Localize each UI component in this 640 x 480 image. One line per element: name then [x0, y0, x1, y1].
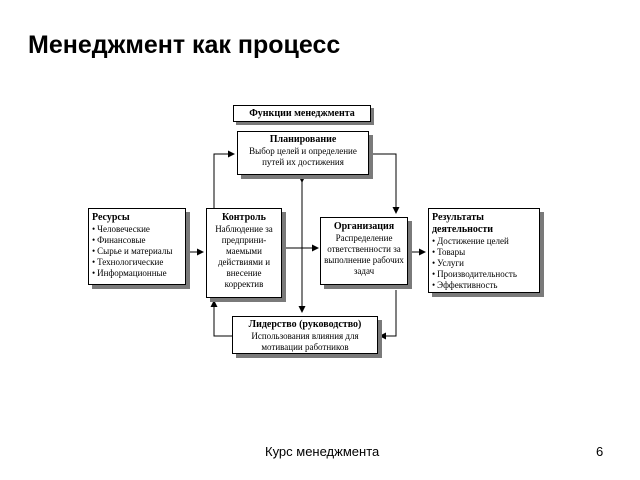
resources-box: Ресурсы Человеческие Финансовые Сырье и …: [88, 208, 186, 285]
resources-item: Информационные: [92, 268, 182, 279]
resources-item: Сырье и материалы: [92, 246, 182, 257]
planning-box: Планирование Выбор целей и определение п…: [237, 131, 369, 175]
arrow-planning-to-organization: [370, 153, 400, 214]
page-title: Менеджмент как процесс: [28, 31, 341, 59]
results-item: Достижение целей: [432, 236, 536, 247]
functions-label: Функции менеджмента: [249, 108, 355, 119]
arrow-control-to-planning: [213, 150, 235, 208]
results-item: Услуги: [432, 258, 536, 269]
organization-title: Организация: [333, 221, 395, 232]
planning-text: Выбор целей и определение путей их дости…: [249, 146, 357, 167]
resources-item: Финансовые: [92, 235, 182, 246]
resources-list: Человеческие Финансовые Сырье и материал…: [92, 224, 182, 279]
resources-item: Технологические: [92, 257, 182, 268]
results-box: Результаты деятельности Достижение целей…: [428, 208, 540, 293]
control-title: Контроль: [222, 212, 266, 223]
footer-course: Курс менеджмента: [265, 444, 380, 459]
footer-page-number: 6: [596, 444, 604, 459]
resources-title: Ресурсы: [92, 212, 130, 223]
organization-box: Организация Распределение ответственност…: [320, 217, 408, 285]
results-title: Результаты деятельности: [432, 212, 494, 235]
functions-label-box: Функции менеджмента: [233, 105, 371, 122]
planning-title: Планирование: [269, 134, 337, 145]
results-list: Достижение целей Товары Услуги Производи…: [432, 236, 536, 291]
arrow-leadership-to-control: [210, 300, 232, 337]
leadership-text: Использования влияния для мотивации рабо…: [251, 331, 359, 352]
resources-item: Человеческие: [92, 224, 182, 235]
leadership-title: Лидерство (руководство): [248, 319, 362, 330]
arrow-organization-to-leadership: [379, 290, 397, 340]
results-item: Эффективность: [432, 280, 536, 291]
control-text: Наблюдение за предприни-маемыми действия…: [215, 224, 273, 289]
results-item: Производительность: [432, 269, 536, 280]
results-item: Товары: [432, 247, 536, 258]
control-box: Контроль Наблюдение за предприни-маемыми…: [206, 208, 282, 298]
organization-text: Распределение ответственности за выполне…: [324, 233, 404, 276]
leadership-box: Лидерство (руководство) Использования вл…: [232, 316, 378, 354]
